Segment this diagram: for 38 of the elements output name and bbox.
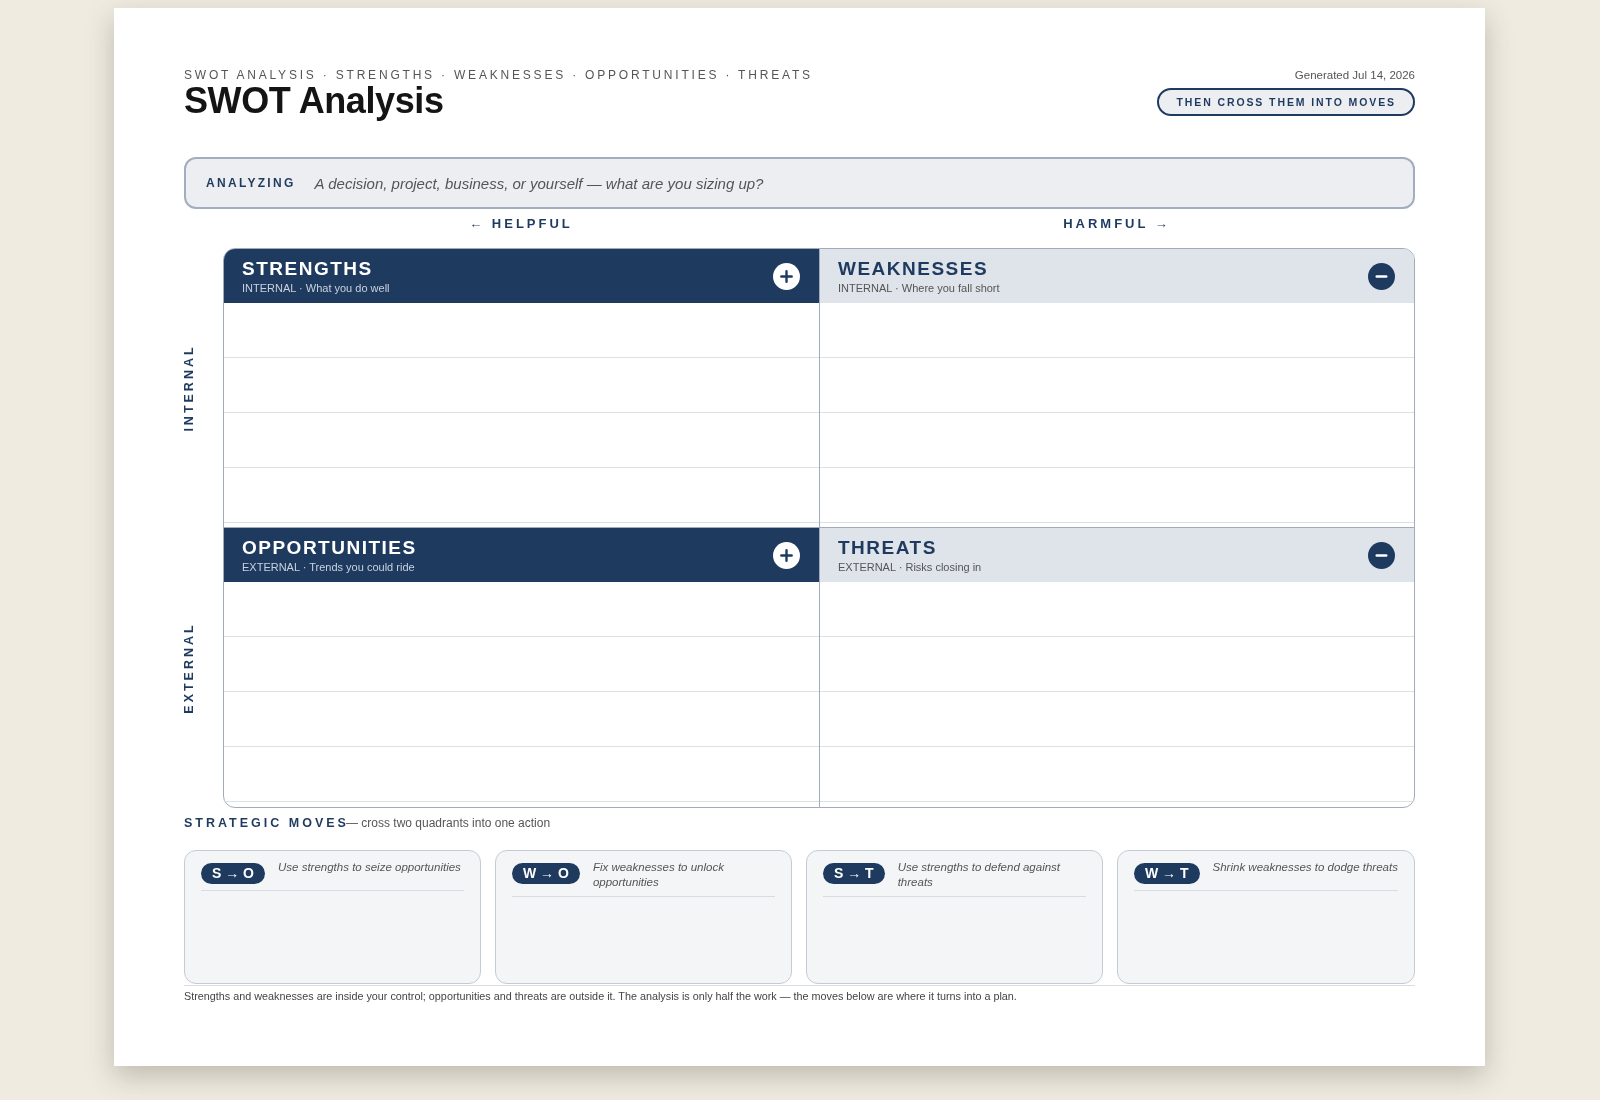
quadrant-panel [223, 248, 820, 528]
placeholder-text: A decision, project, business, or yourself — what are you sizing up? [314, 174, 764, 192]
move-badge: S → O [201, 863, 265, 884]
text-field [184, 157, 1415, 209]
move-badge: S → T [823, 863, 885, 884]
quadrant-title: STRENGTHS [242, 257, 374, 280]
move-card [1117, 850, 1415, 984]
page-title: SWOT Analysis [184, 81, 444, 121]
axis-label: HARMFUL → [1063, 216, 1171, 232]
quadrant-subtitle: INTERNAL · Where you fall short [838, 280, 1000, 295]
move-card [495, 850, 792, 984]
quadrant-title: OPPORTUNITIES [242, 536, 417, 559]
section-heading: STRATEGIC MOVES [184, 815, 349, 831]
section-note: — cross two quadrants into one action [346, 815, 551, 831]
quadrant-title: THREATS [838, 536, 938, 559]
quadrant-panel [223, 527, 820, 808]
move-description: Shrink weaknesses to dodge threats [1212, 860, 1398, 875]
move-description: Use strengths to seize opportunities [278, 860, 461, 875]
tag-pill: THEN CROSS THEM INTO MOVES [1157, 88, 1415, 116]
quadrant-panel [819, 527, 1415, 808]
quadrant-panel [819, 248, 1415, 528]
move-card [806, 850, 1103, 984]
move-badge: W → T [1134, 863, 1200, 884]
footer-note: Strengths and weaknesses are inside your control; opportunities and threats are outside it. The analysis is only half the work — the moves below are where it turns into a plan. [184, 989, 1017, 1003]
move-card [184, 850, 481, 984]
kicker-text: SWOT ANALYSIS · STRENGTHS · WEAKNESSES · OPPORTUNITIES · THREATS [184, 68, 813, 82]
axis-label: INTERNAL [182, 344, 196, 432]
move-badge: W → O [512, 863, 580, 884]
axis-label: EXTERNAL [182, 622, 196, 714]
quadrant-subtitle: EXTERNAL · Risks closing in [838, 559, 982, 574]
date-text: Generated Jul 14, 2026 [1294, 68, 1415, 82]
quadrant-title: WEAKNESSES [838, 257, 990, 280]
field-label: ANALYZING [206, 176, 296, 190]
move-description: Use strengths to defend against threats [897, 860, 1062, 890]
quadrant-subtitle: INTERNAL · What you do well [242, 280, 390, 295]
move-description: Fix weaknesses to unlock opportunities [592, 860, 725, 890]
quadrant-subtitle: EXTERNAL · Trends you could ride [242, 559, 416, 574]
axis-label: ← HELPFUL [469, 216, 573, 232]
